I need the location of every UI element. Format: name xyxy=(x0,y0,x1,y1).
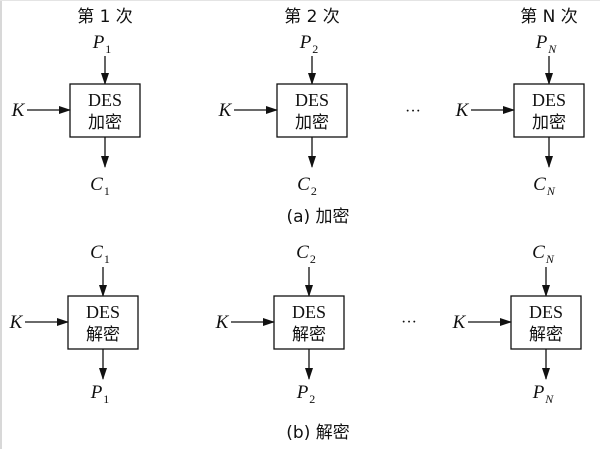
plaintext-output-label-symbol: P xyxy=(296,382,309,403)
image-border xyxy=(0,0,2,449)
encryption-ellipsis: ··· xyxy=(405,103,421,120)
plaintext-output-label-subscript: N xyxy=(544,392,554,406)
decryption-caption: (b) 解密 xyxy=(286,423,349,443)
ciphertext-output-label: C2 xyxy=(297,174,317,198)
plaintext-output-label: PN xyxy=(532,382,555,406)
box-title: DES xyxy=(86,302,120,322)
key-label: K xyxy=(455,100,470,121)
plaintext-input-label-subscript: 2 xyxy=(312,42,318,56)
box-title: DES xyxy=(295,90,329,110)
des-encrypt-box xyxy=(513,83,585,138)
plaintext-input-label-symbol: P xyxy=(535,32,548,53)
ciphertext-input-label-symbol: C xyxy=(296,242,309,263)
plaintext-output-label-text: P1 xyxy=(90,382,110,406)
ciphertext-input-label-symbol: C xyxy=(90,242,103,263)
plaintext-output-label-text: P2 xyxy=(296,382,316,406)
plaintext-output-label-subscript: 2 xyxy=(309,392,315,406)
box-operation: 解密 xyxy=(86,325,120,345)
ciphertext-input-label: C1 xyxy=(90,242,110,266)
box-title: DES xyxy=(292,302,326,322)
ciphertext-input-label-text: CN xyxy=(532,242,555,266)
plaintext-input-label-text: P2 xyxy=(299,32,319,56)
ciphertext-input-label-text: C1 xyxy=(90,242,110,266)
plaintext-input-label: P1 xyxy=(92,32,112,56)
key-label: K xyxy=(215,312,230,333)
key-label: K xyxy=(9,312,24,333)
round-label: 第 2 次 xyxy=(284,7,340,27)
encryption-caption: (a) 加密 xyxy=(286,207,349,227)
ciphertext-output-label: CN xyxy=(533,174,556,198)
plaintext-output-label-symbol: P xyxy=(532,382,545,403)
plaintext-output-label-symbol: P xyxy=(90,382,103,403)
plaintext-input-label-subscript: N xyxy=(547,42,557,56)
ciphertext-output-label-subscript: N xyxy=(546,184,556,198)
plaintext-input-label: PN xyxy=(535,32,558,56)
key-label: K xyxy=(218,100,233,121)
box-title: DES xyxy=(88,90,122,110)
box-title: DES xyxy=(529,302,563,322)
ciphertext-input-label: CN xyxy=(532,242,555,266)
plaintext-input-label-symbol: P xyxy=(299,32,312,53)
ciphertext-input-label-text: C2 xyxy=(296,242,316,266)
ciphertext-input-label-subscript: 2 xyxy=(310,252,316,266)
box-operation: 加密 xyxy=(295,113,329,133)
ciphertext-output-label-symbol: C xyxy=(297,174,310,195)
ciphertext-output-label-text: C2 xyxy=(297,174,317,198)
ciphertext-output-label-text: C1 xyxy=(90,174,110,198)
round-label: 第 N 次 xyxy=(520,7,578,27)
decryption-ellipsis: ··· xyxy=(401,314,417,331)
plaintext-input-label-subscript: 1 xyxy=(105,42,111,56)
box-operation: 解密 xyxy=(292,325,326,345)
plaintext-output-label-subscript: 1 xyxy=(103,392,109,406)
box-operation: 解密 xyxy=(529,325,563,345)
ciphertext-output-label-symbol: C xyxy=(90,174,103,195)
ciphertext-input-label-subscript: N xyxy=(545,252,555,266)
plaintext-input-label-text: P1 xyxy=(92,32,112,56)
ciphertext-output-label-symbol: C xyxy=(533,174,546,195)
round-label: 第 1 次 xyxy=(77,7,133,27)
key-label: K xyxy=(452,312,467,333)
ciphertext-input-label-symbol: C xyxy=(532,242,545,263)
plaintext-output-label-text: PN xyxy=(532,382,555,406)
key-label: K xyxy=(11,100,26,121)
ciphertext-input-label-subscript: 1 xyxy=(104,252,110,266)
box-operation: 加密 xyxy=(532,113,566,133)
ciphertext-input-label: C2 xyxy=(296,242,316,266)
box-operation: 加密 xyxy=(88,113,122,133)
box-title: DES xyxy=(532,90,566,110)
plaintext-input-label-symbol: P xyxy=(92,32,105,53)
image-border xyxy=(0,0,600,1)
ciphertext-output-label: C1 xyxy=(90,174,110,198)
ciphertext-output-label-text: CN xyxy=(533,174,556,198)
ciphertext-output-label-subscript: 2 xyxy=(311,184,317,198)
plaintext-input-label-text: PN xyxy=(535,32,558,56)
plaintext-output-label: P1 xyxy=(90,382,110,406)
ciphertext-output-label-subscript: 1 xyxy=(104,184,110,198)
plaintext-input-label: P2 xyxy=(299,32,319,56)
plaintext-output-label: P2 xyxy=(296,382,316,406)
